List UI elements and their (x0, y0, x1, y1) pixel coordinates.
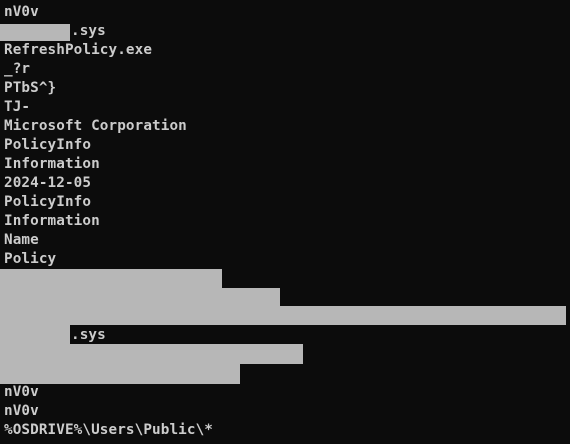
output-line: Information (4, 213, 100, 229)
output-line: PolicyInfo (4, 137, 92, 153)
output-line: RefreshPolicy.exe (4, 42, 153, 58)
output-line: %OSDRIVE%\Users\Public\* (4, 422, 213, 438)
output-line: Policy (4, 251, 57, 267)
output-line: nV0v (4, 384, 39, 400)
output-line: PTbS^} (4, 80, 57, 96)
output-line: .sys (71, 327, 106, 343)
redacted-block (0, 288, 280, 306)
output-line: 2024-12-05 (4, 175, 92, 191)
output-line: _?r (4, 61, 31, 77)
output-line: Information (4, 156, 100, 172)
output-line: PolicyInfo (4, 194, 92, 210)
redacted-block (0, 269, 222, 288)
output-line: TJ- (4, 99, 31, 115)
redacted-block (0, 364, 240, 384)
redacted-block (0, 344, 303, 364)
output-line: Name (4, 232, 39, 248)
redacted-block (0, 24, 70, 41)
redacted-block (0, 306, 566, 325)
output-line: .sys (71, 23, 106, 39)
output-line: nV0v (4, 4, 39, 20)
output-line: Microsoft Corporation (4, 118, 187, 134)
redacted-block (0, 325, 70, 344)
output-line: nV0v (4, 403, 39, 419)
